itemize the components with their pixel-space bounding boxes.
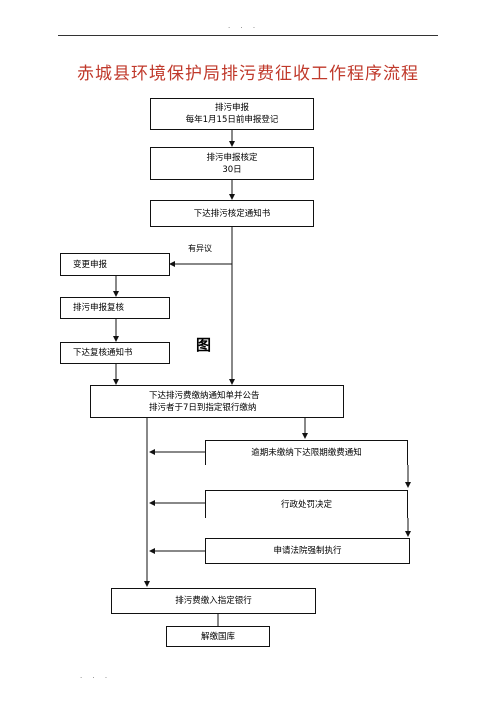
footer-dots: . . .	[80, 672, 112, 680]
box-verify-line1: 排污申报核定	[206, 152, 258, 163]
box-review-notice: 下达复核通知书	[60, 342, 170, 364]
box-treasury-text: 解缴国库	[200, 631, 235, 642]
box-declare-line2: 每年1月15日前申报登记	[185, 115, 279, 125]
box-issue-notice-text: 下达排污核定通知书	[193, 208, 271, 219]
box-penalty: 行政处罚决定	[205, 490, 408, 518]
box-declare-line1: 排污申报	[214, 103, 249, 113]
box-review: 排污申报复核	[60, 297, 170, 319]
box-payment: 下达排污费缴纳通知单并公告 排污者于7日到指定银行缴纳	[90, 385, 344, 418]
box-verify: 排污申报核定 30日	[150, 147, 314, 180]
box-payment-line1: 下达排污费缴纳通知单并公告	[149, 390, 260, 401]
box-overdue: 逾期未缴纳下达限期缴费通知	[205, 440, 408, 465]
box-change-declare: 变更申报	[60, 253, 170, 276]
box-bank-text: 排污费缴入指定银行	[175, 596, 252, 606]
box-bank: 排污费缴入指定银行	[111, 588, 316, 614]
box-penalty-text: 行政处罚决定	[280, 499, 332, 510]
label-objection: 有异议	[188, 244, 212, 253]
header-dots: . . .	[228, 22, 260, 30]
box-review-notice-text: 下达复核通知书	[73, 348, 133, 358]
box-overdue-text: 逾期未缴纳下达限期缴费通知	[251, 448, 362, 458]
page-title: 赤城县环境保护局排污费征收工作程序流程	[77, 64, 419, 84]
box-declare: 排污申报 每年1月15日前申报登记	[150, 98, 314, 130]
label-figure: 图	[196, 336, 212, 354]
box-court-text: 申请法院强制执行	[273, 546, 342, 556]
box-treasury: 解缴国库	[166, 626, 270, 647]
box-change-declare-text: 变更申报	[73, 259, 108, 270]
box-review-text: 排污申报复核	[73, 303, 125, 313]
box-payment-line2: 排污者于7日到指定银行缴纳	[149, 402, 257, 413]
box-verify-line2: 30日	[222, 164, 242, 175]
box-issue-notice: 下达排污核定通知书	[150, 200, 314, 227]
box-court: 申请法院强制执行	[205, 538, 410, 564]
header-rule	[58, 35, 438, 36]
